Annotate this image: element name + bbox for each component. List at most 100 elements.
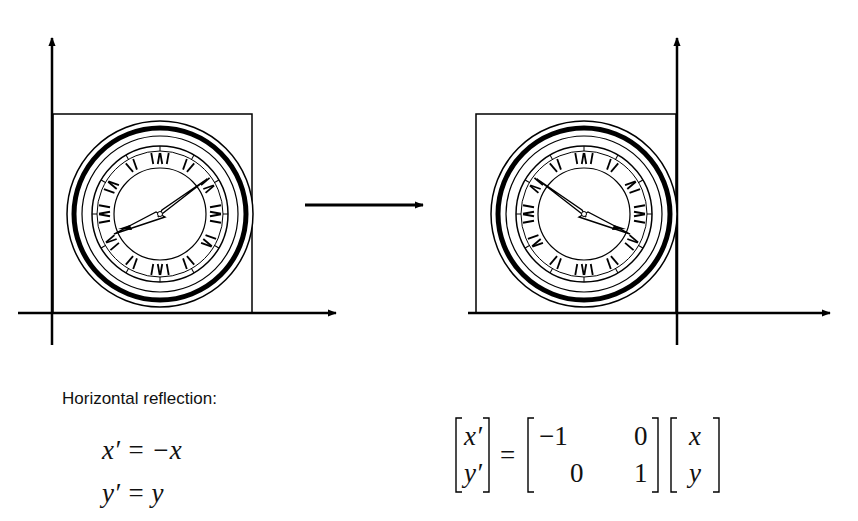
clock-stroke [99, 205, 110, 207]
clock-stroke [550, 269, 553, 273]
clock-stroke [605, 159, 612, 170]
clock-stroke [528, 233, 539, 240]
clock-stroke [210, 221, 221, 223]
clock-stroke [634, 205, 652, 223]
clock-stroke [108, 180, 119, 187]
clock-stroke [151, 264, 169, 282]
clock-stroke [181, 153, 197, 173]
clock-stroke [506, 136, 662, 292]
clock-stroke [634, 214, 645, 216]
clock-stroke [516, 146, 652, 282]
clock-stroke [104, 187, 115, 194]
clock-stroke [122, 153, 138, 173]
clock-stroke [523, 205, 534, 207]
transform-arrow [305, 204, 423, 207]
clock-stroke [160, 277, 161, 282]
clock-stroke [584, 146, 585, 151]
clock-stroke [126, 255, 133, 266]
clock-stroke [625, 180, 636, 187]
clock-stroke [126, 162, 133, 173]
clock-stroke [546, 255, 562, 275]
clock-stroke [584, 277, 585, 282]
clock-stroke [624, 243, 635, 250]
clock-stroke [550, 162, 557, 173]
clock-stroke [122, 255, 138, 275]
clock-stroke [98, 176, 119, 195]
clock-stroke [210, 212, 221, 214]
image-frame [476, 114, 676, 313]
clock-stroke [584, 264, 586, 275]
clock-stroke [616, 269, 619, 273]
clock-stroke [525, 180, 529, 183]
matrix-entry: y′ [464, 460, 482, 487]
clock-stroke [210, 205, 221, 207]
matrix-entry: x [689, 423, 701, 450]
clock-stroke [151, 264, 153, 275]
clock-stroke [181, 159, 188, 170]
clock-stroke [167, 153, 169, 164]
clock-stroke [591, 264, 593, 275]
clock-stroke [181, 255, 197, 275]
clock-stroke [634, 221, 645, 223]
clock-stroke [105, 235, 116, 242]
clock-stroke [575, 153, 577, 164]
clock-stroke [550, 155, 553, 159]
clock-stroke [200, 174, 221, 193]
clock-stroke [555, 159, 562, 170]
clock-stroke [546, 153, 562, 173]
clock-stroke [109, 243, 120, 250]
clock-stroke [575, 264, 577, 275]
equation: x′ = −x [102, 437, 182, 464]
matrix-entry: x′ [464, 423, 482, 450]
clock-stroke [591, 153, 593, 164]
clock-stroke [82, 136, 238, 292]
clock-stroke [206, 233, 217, 240]
clock-stroke [634, 212, 645, 214]
clock-stroke [630, 187, 641, 194]
clock-stroke [575, 146, 593, 164]
clock-stroke [92, 214, 97, 215]
clock-stroke [160, 146, 161, 151]
clock-stroke [523, 174, 544, 193]
matrix-entry: 1 [634, 460, 648, 487]
clock-hand [118, 225, 132, 230]
matrix-entry: −1 [539, 423, 568, 450]
clock-stroke [575, 264, 593, 282]
clock-stroke [126, 269, 129, 273]
clock-stroke [160, 153, 162, 164]
clock-stroke [525, 246, 529, 249]
clock-stroke [126, 155, 129, 159]
clock-stroke [616, 155, 619, 159]
clock-stroke [223, 214, 228, 215]
clock-stroke [205, 186, 216, 193]
clock-stroke [634, 205, 645, 207]
clock-pin [158, 212, 163, 217]
clock-stroke [99, 221, 110, 223]
clock-stroke [99, 235, 120, 254]
clock-stroke [215, 180, 219, 183]
clock-picture [491, 121, 677, 307]
clock-stroke [210, 205, 228, 223]
clock-stroke [187, 255, 194, 266]
clock-stroke [629, 235, 640, 242]
clock-stroke [92, 205, 110, 223]
equals-sign: = [500, 442, 515, 469]
matrix-entry: 0 [570, 460, 584, 487]
clock-stroke [99, 212, 110, 214]
clock-stroke [160, 264, 162, 275]
clock-stroke [187, 162, 194, 173]
clock-stroke [529, 186, 540, 193]
axes-right [468, 38, 830, 345]
clock-stroke [99, 214, 110, 216]
clock-stroke [611, 162, 618, 173]
clock-stroke [215, 246, 219, 249]
clock-hand [537, 179, 586, 217]
clock-stroke [523, 221, 534, 223]
clock-stroke [158, 264, 160, 275]
matrix-entry: 0 [634, 423, 648, 450]
clock-stroke [491, 121, 677, 307]
clock-stroke [582, 264, 584, 275]
clock-stroke [92, 146, 228, 282]
clock-stroke [201, 233, 222, 252]
clock-picture [67, 121, 253, 307]
